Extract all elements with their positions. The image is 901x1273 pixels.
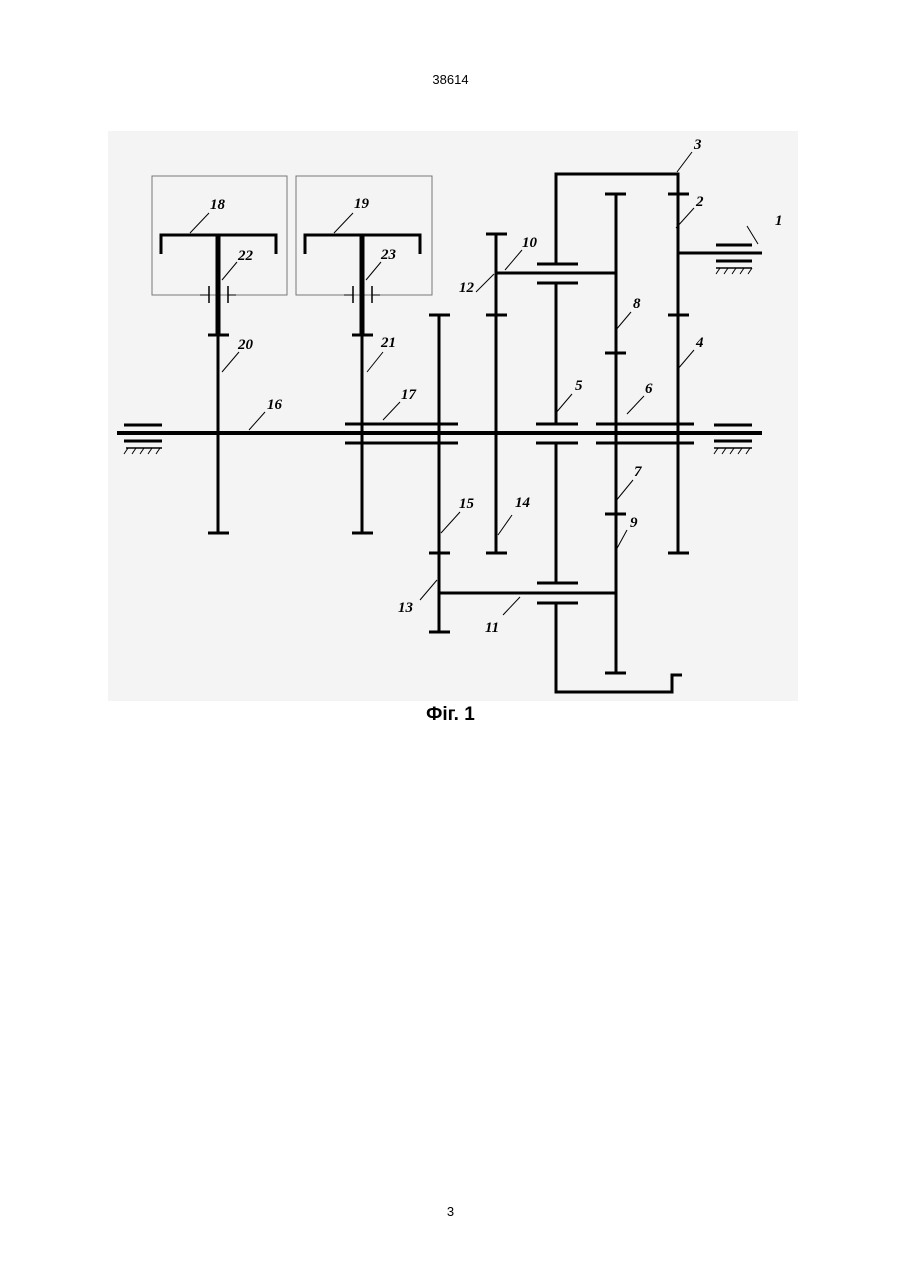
label-18: 18 [210, 197, 226, 213]
label-4: 4 [695, 335, 704, 351]
label-1: 1 [775, 213, 783, 229]
label-20: 20 [237, 337, 254, 353]
label-17: 17 [401, 387, 417, 403]
label-16: 16 [267, 397, 283, 413]
label-7: 7 [634, 464, 642, 480]
label-9: 9 [630, 515, 638, 531]
label-6: 6 [645, 381, 653, 397]
page-number: 3 [0, 1204, 901, 1219]
label-11: 11 [485, 620, 499, 636]
label-3: 3 [693, 137, 702, 153]
label-21: 21 [380, 335, 396, 351]
figure-caption: Фіг. 1 [0, 704, 901, 726]
label-12: 12 [459, 280, 475, 296]
label-10: 10 [522, 235, 538, 251]
label-15: 15 [459, 496, 475, 512]
label-23: 23 [380, 247, 397, 263]
label-2: 2 [695, 194, 704, 210]
label-8: 8 [633, 296, 641, 312]
label-5: 5 [575, 378, 583, 394]
label-14: 14 [515, 495, 531, 511]
label-13: 13 [398, 600, 414, 616]
label-19: 19 [354, 196, 370, 212]
label-22: 22 [237, 248, 254, 264]
